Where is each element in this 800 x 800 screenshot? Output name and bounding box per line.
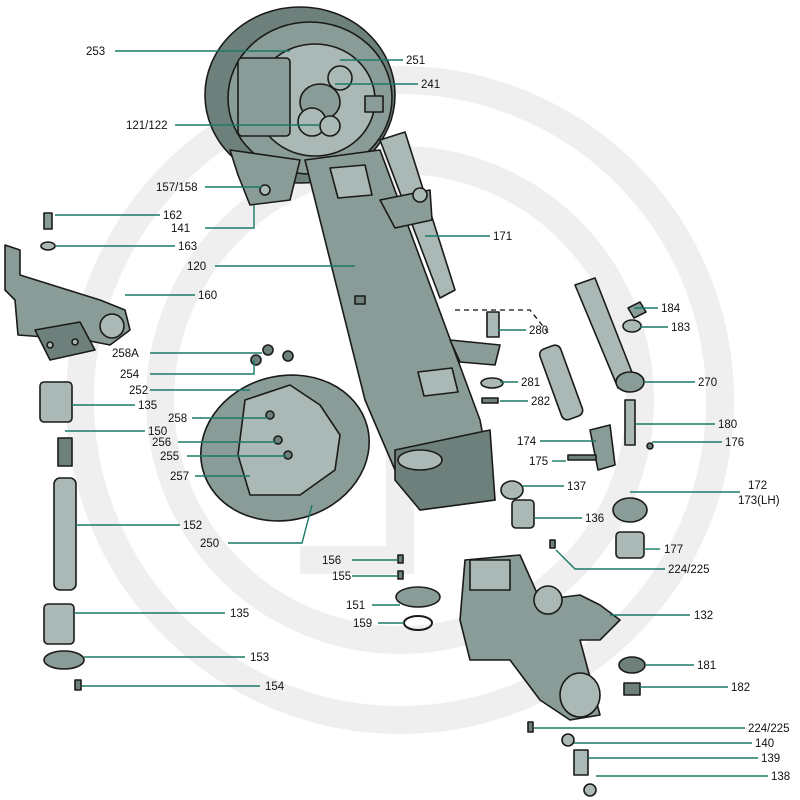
- label-180: 180: [718, 419, 737, 431]
- label-139: 139: [761, 753, 780, 765]
- nut-254c: [250, 354, 262, 366]
- mounting-bracket: [4, 244, 131, 361]
- label-157-158: 157/158: [156, 182, 198, 194]
- label-171: 171: [493, 231, 512, 243]
- label-152: 152: [183, 520, 202, 532]
- label-160: 160: [198, 290, 217, 302]
- label-250: 250: [200, 538, 219, 550]
- hydraulic-cylinder: [379, 131, 501, 366]
- label-150: 150: [148, 426, 167, 438]
- label-241: 241: [421, 79, 440, 91]
- label-256: 256: [152, 437, 171, 449]
- cover-plate: [200, 374, 370, 522]
- label-159: 159: [353, 618, 372, 630]
- label-162: 162: [163, 210, 182, 222]
- label-140: 140: [755, 738, 774, 750]
- washer-163: [40, 241, 56, 251]
- label-183: 183: [671, 322, 690, 334]
- label-258: 258: [168, 413, 187, 425]
- label-136: 136: [585, 513, 604, 525]
- label-224-225-bottom: 224/225: [748, 723, 790, 735]
- label-135-top: 135: [138, 400, 157, 412]
- label-270: 270: [698, 377, 717, 389]
- label-182: 182: [731, 682, 750, 694]
- label-280: 280: [529, 325, 548, 337]
- label-120: 120: [187, 261, 206, 273]
- label-281: 281: [521, 377, 540, 389]
- nut-254b: [282, 350, 294, 362]
- label-163: 163: [178, 241, 197, 253]
- label-252: 252: [129, 385, 148, 397]
- label-132: 132: [694, 610, 713, 622]
- label-137: 137: [567, 481, 586, 493]
- grease-fitting-group: [395, 554, 441, 631]
- label-224-225-top: 224/225: [668, 564, 710, 576]
- tie-rod-assembly: [480, 277, 654, 559]
- label-121-122: 121/122: [126, 120, 168, 132]
- label-251: 251: [406, 55, 425, 67]
- king-pin-stack: [39, 381, 85, 691]
- label-184: 184: [661, 303, 681, 315]
- label-255: 255: [160, 451, 179, 463]
- nut-254a: [262, 344, 274, 356]
- label-156: 156: [322, 555, 341, 567]
- axle-beam: [304, 149, 496, 511]
- dashed-link-line: [455, 309, 551, 336]
- bolt-162: [43, 212, 53, 230]
- label-151: 151: [346, 600, 365, 612]
- label-253: 253: [86, 46, 105, 58]
- label-176: 176: [725, 437, 744, 449]
- label-141: 141: [171, 223, 190, 235]
- label-172: 172: [748, 480, 767, 492]
- leader-lines: [55, 50, 768, 777]
- label-155: 155: [332, 571, 351, 583]
- steering-knuckle: [459, 539, 646, 797]
- label-174: 174: [517, 436, 537, 448]
- label-153: 153: [250, 652, 269, 664]
- label-257: 257: [170, 471, 189, 483]
- label-254: 254: [120, 369, 140, 381]
- label-135-bottom: 135: [230, 608, 249, 620]
- label-175: 175: [529, 456, 548, 468]
- label-258a: 258A: [112, 348, 139, 360]
- label-282: 282: [531, 396, 550, 408]
- label-181: 181: [697, 660, 716, 672]
- label-154: 154: [265, 681, 285, 693]
- label-177: 177: [664, 544, 683, 556]
- label-173-lh: 173(LH): [738, 495, 780, 507]
- part-labels: 253 251 241 121/122 157/158 141 162 171 …: [86, 46, 790, 783]
- label-138: 138: [771, 771, 790, 783]
